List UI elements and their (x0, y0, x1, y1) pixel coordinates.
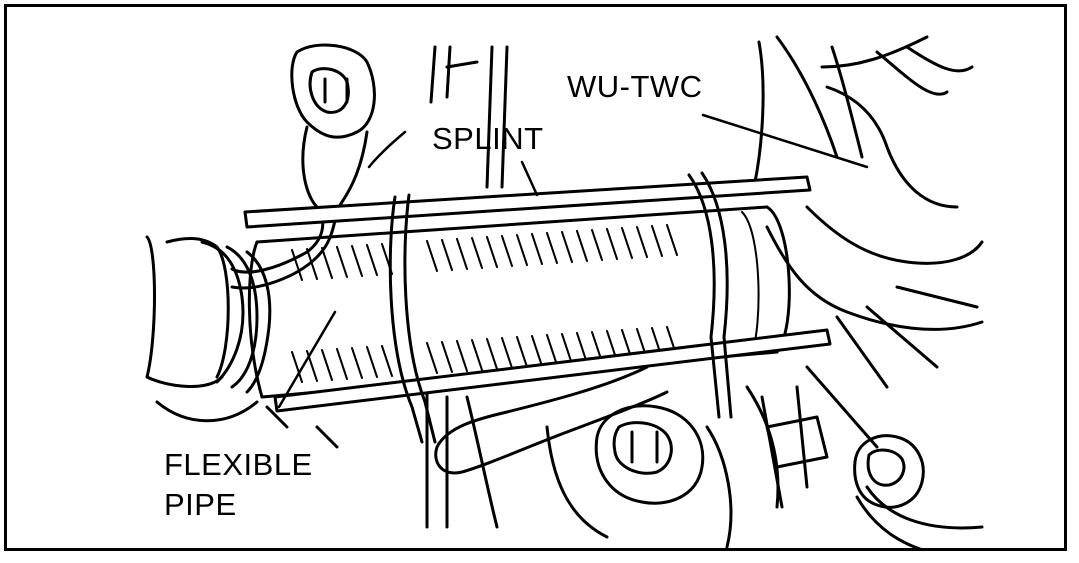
exhaust-splint-diagram: SPLINT WU-TWC FLEXIBLE PIPE (145, 35, 984, 548)
leader-lines (277, 113, 869, 409)
label-flexible: FLEXIBLE (164, 447, 313, 482)
corrugation-bottom (291, 326, 678, 383)
tie-straps (388, 171, 733, 444)
label-pipe: PIPE (164, 487, 237, 522)
labels: SPLINT WU-TWC FLEXIBLE PIPE (164, 69, 703, 522)
label-wu-twc: WU-TWC (567, 69, 703, 104)
splint-bars (243, 175, 832, 413)
label-splint: SPLINT (432, 121, 544, 156)
chassis-linework (145, 35, 984, 548)
corrugation-top (291, 224, 678, 281)
diagram-frame: SPLINT WU-TWC FLEXIBLE PIPE (4, 4, 1067, 551)
